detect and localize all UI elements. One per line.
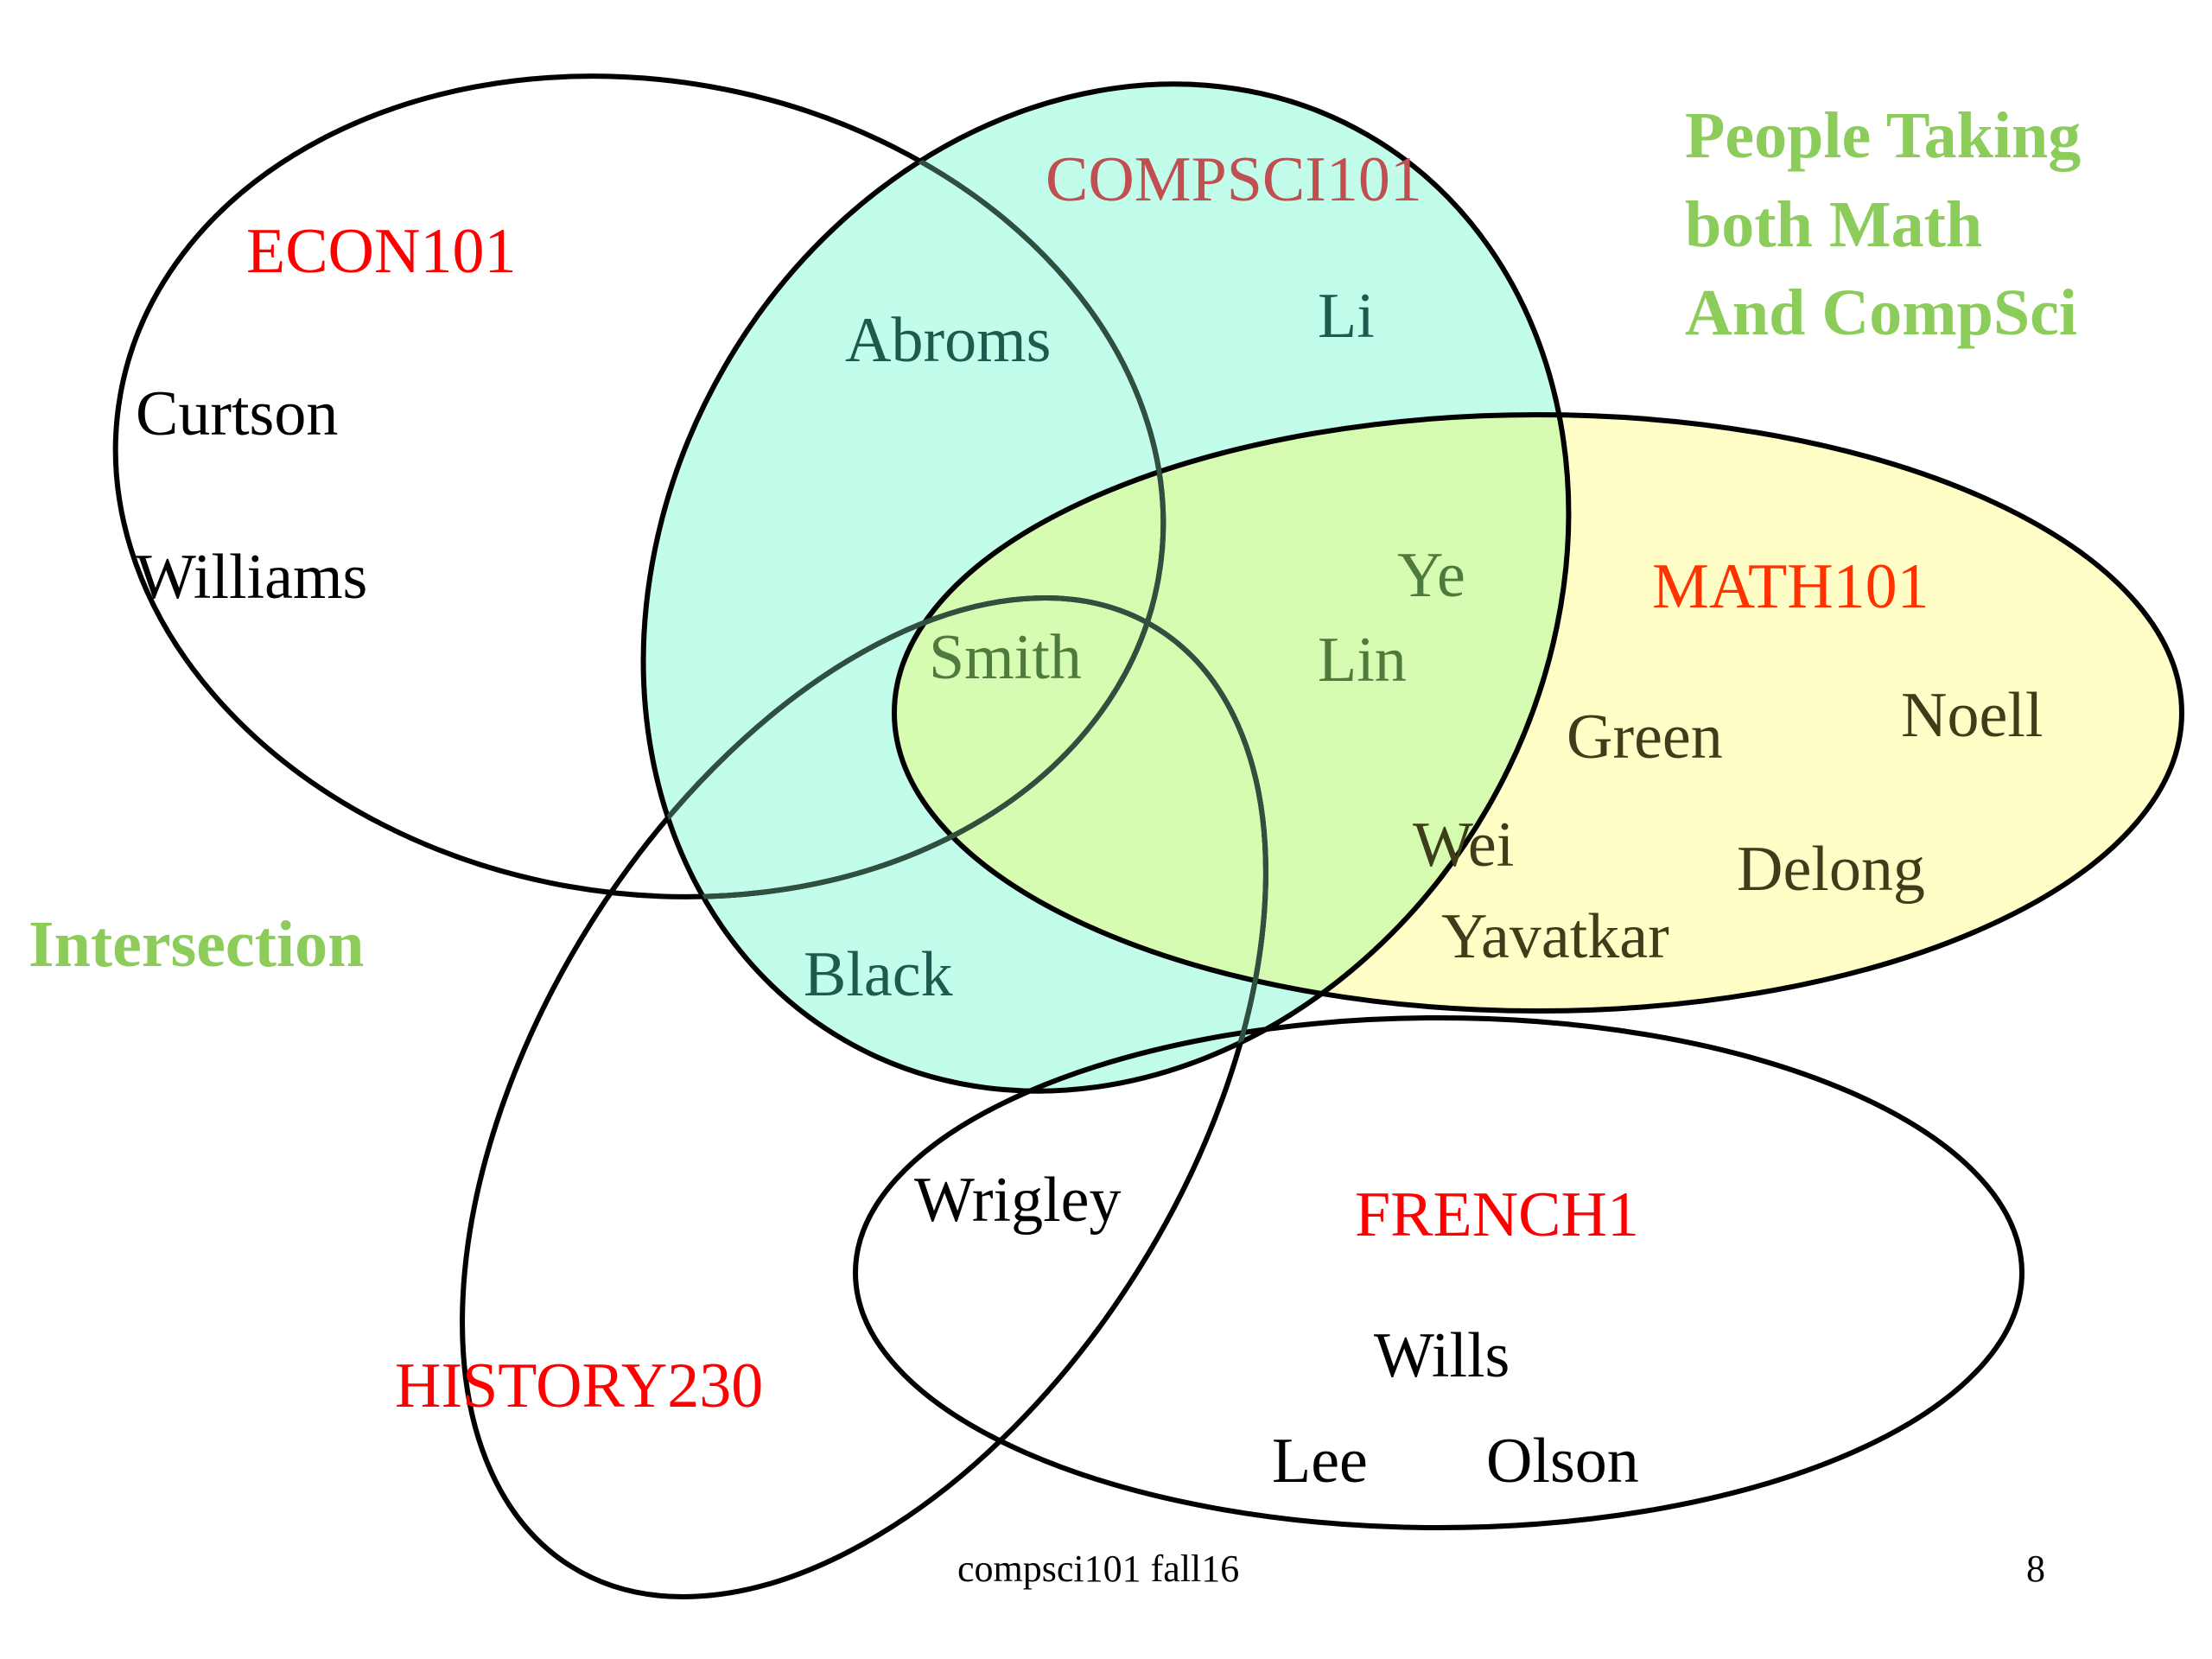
econ101-label: ECON101 (246, 216, 516, 287)
french1-label: FRENCH1 (1355, 1179, 1639, 1250)
note-line-2: both Math (1685, 188, 1982, 261)
compsci101-outline (640, 81, 1572, 1094)
name-olson: Olson (1486, 1426, 1639, 1497)
name-yavatkar: Yavatkar (1441, 901, 1669, 972)
intersection-label: Intersection (29, 908, 364, 981)
name-lee: Lee (1272, 1426, 1368, 1497)
name-green: Green (1567, 702, 1723, 772)
footer-page-number: 8 (2026, 1548, 2045, 1590)
name-smith: Smith (929, 622, 1082, 693)
name-lin: Lin (1318, 625, 1407, 696)
french1-outline (853, 1015, 2024, 1530)
name-noell: Noell (1901, 680, 2043, 751)
name-black: Black (804, 939, 953, 1010)
name-wrigley: Wrigley (914, 1165, 1122, 1236)
name-wills: Wills (1374, 1320, 1510, 1391)
note-line-1: People Taking (1685, 99, 2081, 172)
name-abroms: Abroms (845, 305, 1051, 376)
history230-label: HISTORY230 (395, 1351, 763, 1421)
math101-label: MATH101 (1652, 551, 1929, 622)
compsci101-label: COMPSCI101 (1046, 144, 1422, 215)
footer-course: compsci101 fall16 (957, 1548, 1239, 1590)
math101-outline (892, 412, 2184, 1014)
name-wei: Wei (1413, 810, 1514, 880)
name-williams: Williams (136, 542, 367, 613)
name-delong: Delong (1737, 834, 1925, 905)
name-ye: Ye (1397, 540, 1465, 611)
name-curtson: Curtson (136, 378, 338, 449)
name-li: Li (1318, 281, 1375, 352)
note-line-3: And CompSci (1685, 276, 2077, 349)
